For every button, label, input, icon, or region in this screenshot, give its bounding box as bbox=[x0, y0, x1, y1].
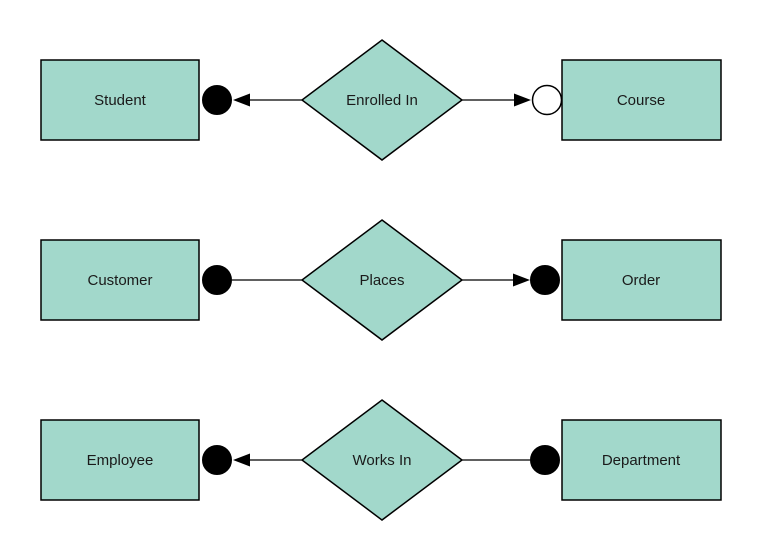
arrowhead-left-icon bbox=[233, 93, 250, 107]
relationship-row-employee-department: Employee Works In Department bbox=[40, 399, 722, 521]
relationship-label-works-in: Works In bbox=[353, 452, 412, 469]
relationship-diamond-works-in bbox=[300, 399, 464, 521]
cardinality-filled-circle bbox=[530, 445, 560, 475]
relationship-row-student-course: Student Enrolled In Course bbox=[40, 39, 722, 161]
cardinality-filled-circle bbox=[202, 85, 232, 115]
relationship-label-places: Places bbox=[359, 272, 404, 289]
entity-box-course bbox=[561, 59, 722, 141]
relationship-row-customer-order: Customer Places Order bbox=[40, 219, 722, 341]
entity-box-department bbox=[561, 419, 722, 501]
entity-box-employee bbox=[40, 419, 200, 501]
entity-box-customer bbox=[40, 239, 200, 321]
entity-label-customer: Customer bbox=[87, 272, 152, 289]
arrowhead-right-icon bbox=[514, 93, 531, 107]
cardinality-filled-circle bbox=[202, 445, 232, 475]
entity-label-employee: Employee bbox=[87, 452, 154, 469]
entity-label-order: Order bbox=[622, 272, 660, 289]
entity-label-student: Student bbox=[94, 92, 147, 109]
relationship-diamond-enrolled-in bbox=[300, 39, 464, 161]
cardinality-open-circle bbox=[531, 84, 563, 116]
relationship-diamond-places bbox=[300, 219, 464, 341]
arrowhead-left-icon bbox=[233, 453, 250, 467]
entity-box-order bbox=[561, 239, 722, 321]
arrowhead-right-icon bbox=[513, 273, 530, 287]
cardinality-filled-circle bbox=[530, 265, 560, 295]
entity-box-student bbox=[40, 59, 200, 141]
relationship-label-enrolled-in: Enrolled In bbox=[346, 92, 418, 109]
entity-label-department: Department bbox=[602, 452, 681, 469]
entity-label-course: Course bbox=[617, 92, 665, 109]
cardinality-filled-circle bbox=[202, 265, 232, 295]
